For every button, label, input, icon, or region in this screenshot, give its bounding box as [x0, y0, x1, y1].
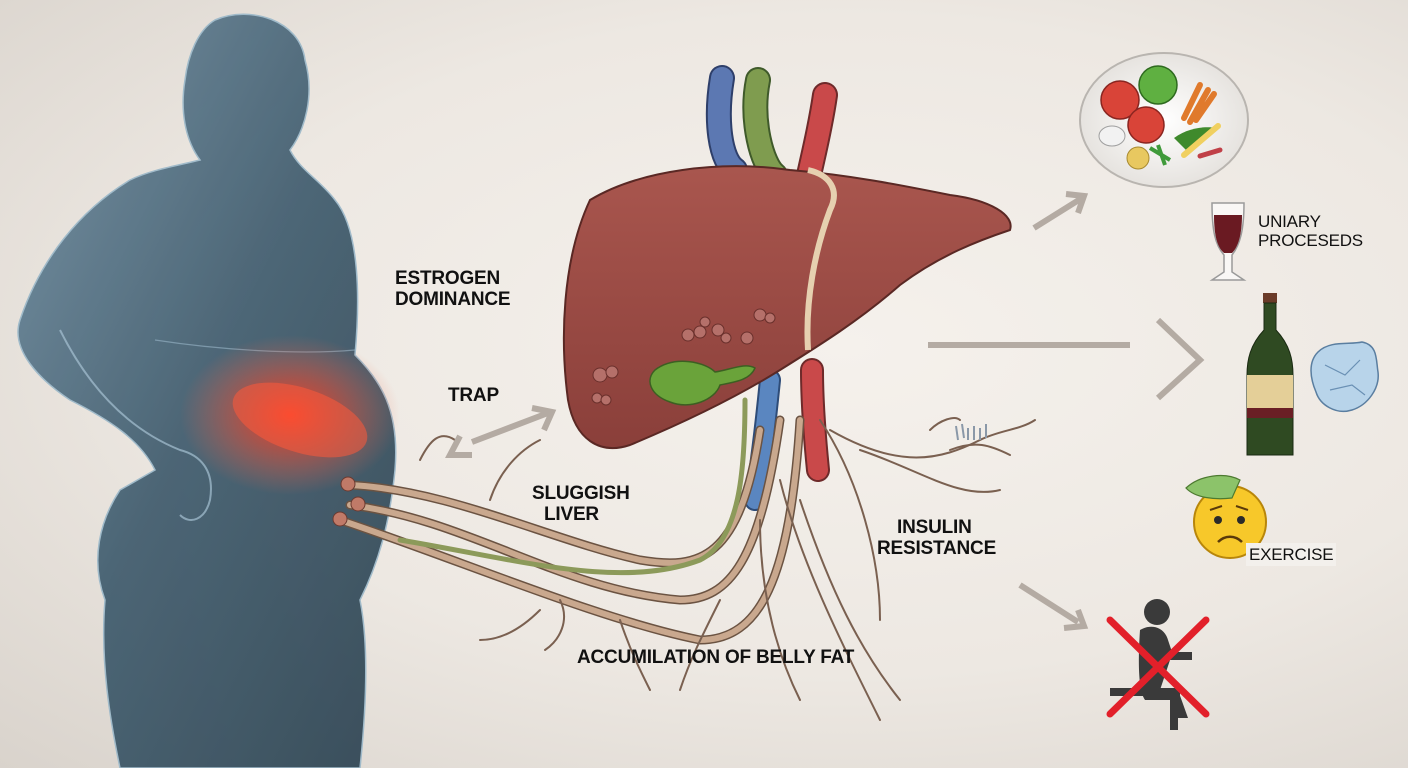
label-estrogen-dominance: ESTROGEN DOMINANCE: [395, 268, 511, 311]
woman-figure: [17, 13, 400, 768]
fatty-deposits: [591, 308, 776, 406]
label-sluggish-liver: SLUGGISH LIVER: [532, 483, 630, 526]
liver: [562, 165, 1012, 449]
label-belly-fat: ACCUMILATION OF BELLY FAT: [577, 647, 855, 668]
vegetable-plate-icon: [1079, 52, 1249, 188]
label-trap: TRAP: [448, 385, 499, 406]
arrow-to-sedentary: [1018, 582, 1089, 631]
label-exercise: EXERCISE: [1246, 543, 1337, 567]
wine-glass-icon: [1209, 202, 1247, 281]
scribble-marks: [955, 423, 987, 441]
arrow-to-alcohol: [928, 317, 1205, 401]
blood-vessels-top: [705, 65, 838, 193]
wine-bottle-icon: [1246, 293, 1294, 456]
label-insulin-resistance: INSULIN RESISTANCE: [877, 517, 997, 560]
crumpled-paper-icon: [1310, 341, 1379, 412]
arrow-to-diet: [1032, 191, 1089, 231]
arrows: [445, 191, 1205, 631]
worried-emoji-icon: [1185, 474, 1267, 559]
nerve-root-ends: [332, 476, 366, 527]
trap-double-arrow: [445, 405, 557, 458]
blood-vessels-bottom: [744, 358, 830, 511]
gallbladder: [649, 360, 756, 406]
label-processed: UNIARY PROCESEDS: [1258, 212, 1363, 251]
no-sitting-icon: [1106, 599, 1210, 730]
nerve-roots: [332, 397, 1036, 721]
